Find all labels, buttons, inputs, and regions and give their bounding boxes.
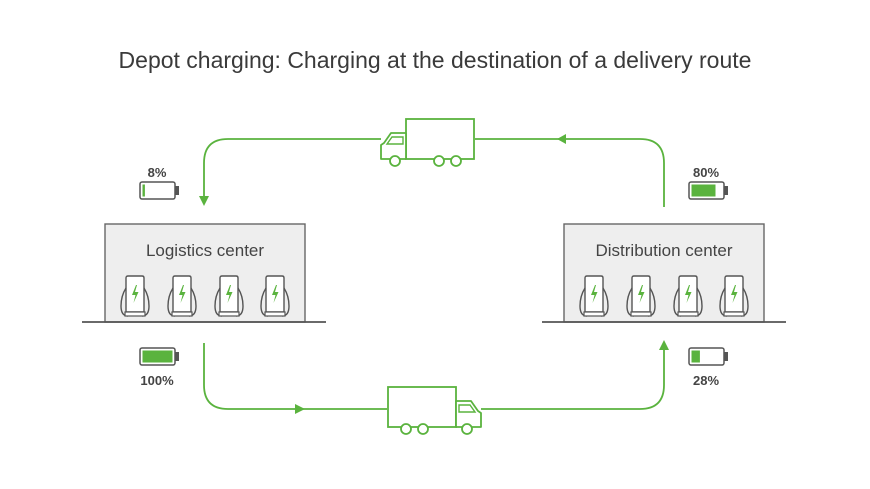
battery-logistics-arrival: 8% [139, 165, 179, 200]
battery-percent-label: 8% [148, 165, 167, 180]
route-arrow-icon [199, 196, 209, 206]
battery-distribution-arrival: 28% [688, 347, 728, 388]
battery-icon [139, 181, 179, 200]
route-arrow-icon [557, 134, 566, 144]
battery-percent-label: 80% [693, 165, 719, 180]
truck-icon [387, 386, 482, 435]
battery-percent-label: 100% [140, 373, 174, 388]
battery-icon [688, 347, 728, 366]
truck-icon [380, 118, 475, 167]
battery-percent-label: 28% [693, 373, 719, 388]
battery-distribution-departure: 80% [688, 165, 728, 200]
route-arrow-icon [295, 404, 305, 414]
distribution-center-building: Distribution center [542, 223, 786, 323]
route-arrow-icon [659, 340, 669, 350]
distribution-center-label: Distribution center [595, 241, 732, 260]
battery-logistics-departure: 100% [139, 347, 179, 388]
battery-icon [688, 181, 728, 200]
diagram-title: Depot charging: Charging at the destinat… [118, 47, 752, 73]
logistics-center-label: Logistics center [146, 241, 264, 260]
logistics-center-building: Logistics center [82, 223, 326, 323]
battery-icon [139, 347, 179, 366]
